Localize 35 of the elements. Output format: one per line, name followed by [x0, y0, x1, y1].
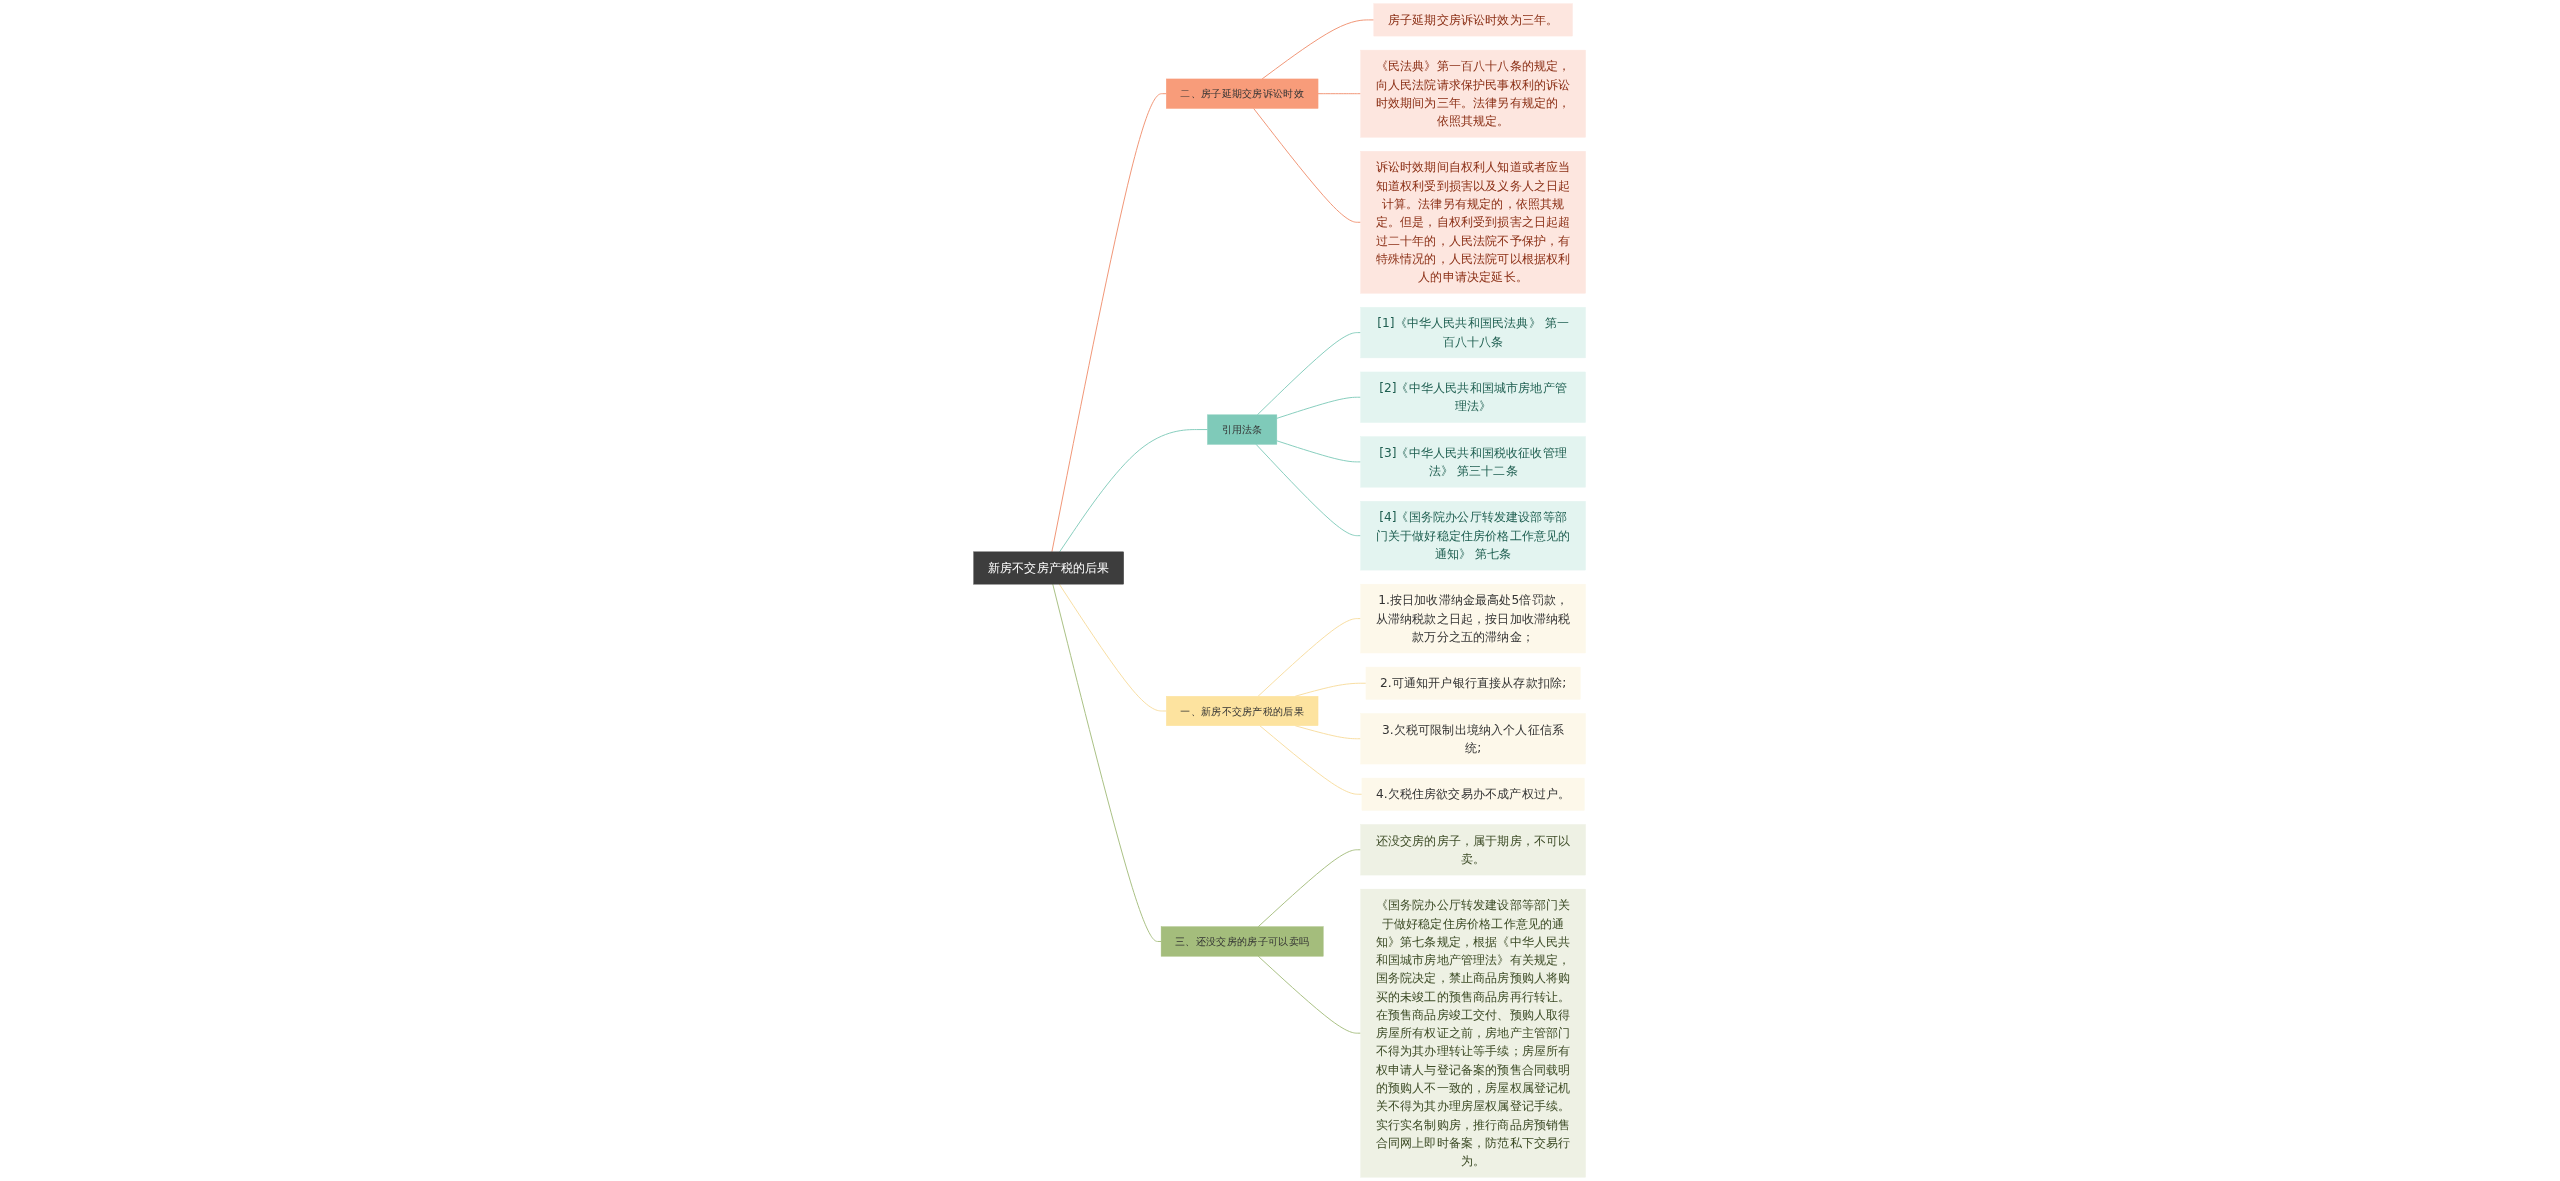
connector [1258, 849, 1362, 928]
connector [1295, 725, 1362, 740]
connector [1276, 396, 1362, 419]
connector [1052, 583, 1162, 942]
node-box: [2]《中华人民共和国城市房地产管理法》 [1360, 371, 1587, 423]
node-box: 4.欠税住房欲交易办不成产权过户。 [1362, 777, 1585, 811]
connector [1257, 332, 1362, 416]
connector [1317, 93, 1362, 95]
node-box: 新房不交房产税的后果 [973, 551, 1125, 585]
connector [1255, 443, 1362, 537]
node-box: 一、新房不交房产税的后果 [1166, 696, 1319, 726]
node-box: [3]《中华人民共和国税收征收管理法》 第三十二条 [1360, 436, 1587, 488]
connector [1276, 440, 1362, 463]
connector [1258, 618, 1362, 697]
connector [1059, 583, 1168, 712]
node-box: 2.可通知开户银行直接从存款扣除; [1366, 666, 1581, 700]
node-box: [1]《中华人民共和国民法典》 第一百八十八条 [1360, 307, 1587, 359]
node-box: 《国务院办公厅转发建设部等部门关于做好稳定住房价格工作意见的通知》第七条规定，根据《中华人民共和国城市房地产管理法》有关规定，国务院决定，禁止商品房预购人将购买的未竣工的预售商品房再行转让。在预售商品房竣工交付、预购人取得房屋所有权证之前，房地产主管部门不得为其办理转让等手续；房屋所有权申请人与登记备案的预售合同载明的预购人不一致的，房屋权属登记机关不得为其办理房屋权属登记手续。实行实名制购房，推行商品房预销售合同网上即时备案，防范私下交易行为。 [1360, 888, 1587, 1178]
connector [1059, 429, 1209, 553]
node-box: 3.欠税可限制出境纳入个人征信系统; [1360, 713, 1587, 765]
node-box: 《民法典》第一百八十八条的规定，向人民法院请求保护民事权利的诉讼时效期间为三年。法律另有规定的，依照其规定。 [1360, 49, 1587, 138]
connector [1295, 682, 1367, 697]
node-box: 三、还没交房的房子可以卖吗 [1161, 926, 1324, 957]
node-box: 房子延期交房诉讼时效为三年。 [1373, 3, 1573, 37]
node-box: 1.按日加收滞纳金最高处5倍罚款，从滞纳税款之日起，按日加收滞纳税款万分之五的滞纳金； [1360, 583, 1587, 654]
node-box: 二、房子延期交房诉讼时效 [1166, 78, 1319, 109]
connector [1253, 108, 1362, 223]
node-box: 还没交房的房子，属于期房，不可以卖。 [1360, 824, 1587, 876]
connector [1262, 19, 1375, 80]
node-box: [4]《国务院办公厅转发建设部等部门关于做好稳定住房价格工作意见的通知》 第七条 [1360, 501, 1587, 571]
node-box: 引用法条 [1207, 414, 1278, 445]
connector [1259, 725, 1363, 795]
node-box: 诉讼时效期间自权利人知道或者应当知道权利受到损害以及义务人之日起计算。法律另有规定的，依照其规定。但是，自权利受到损害之日起超过二十年的，人民法院不予保护，有特殊情况的，人民法院可以根据权利人的申请决定延长。 [1360, 151, 1587, 294]
connector [1258, 955, 1362, 1034]
connector [1051, 93, 1168, 553]
